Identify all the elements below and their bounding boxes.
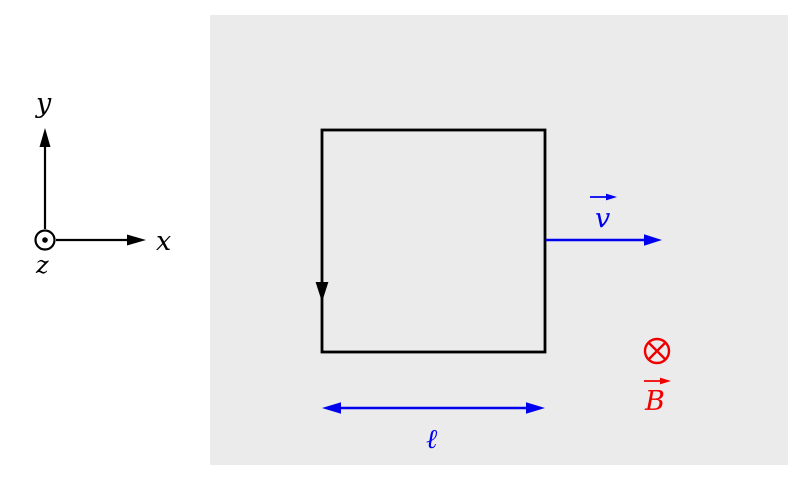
- field-into-page-symbol: [643, 337, 671, 365]
- z-axis-out-of-page-symbol: [34, 229, 56, 251]
- coordinate-axes: [34, 128, 146, 251]
- x-axis-arrowhead: [127, 234, 146, 246]
- length-arrow: [322, 402, 545, 414]
- loop-direction-arrow: [315, 282, 329, 302]
- field-label: B: [644, 386, 665, 417]
- y-axis-label: y: [35, 88, 52, 119]
- length-label: ℓ: [426, 424, 438, 455]
- vector-arrow-over-v: [590, 193, 617, 201]
- velocity-arrow: [546, 234, 662, 246]
- z-axis-label: z: [35, 251, 49, 279]
- y-axis-arrowhead: [39, 128, 51, 147]
- velocity-label: v: [595, 203, 610, 234]
- conducting-loop: [320, 128, 547, 354]
- vector-arrow-over-B: [644, 377, 671, 385]
- x-axis-label: x: [156, 226, 171, 257]
- z-axis-dot: [42, 237, 48, 243]
- field-region: [210, 15, 788, 465]
